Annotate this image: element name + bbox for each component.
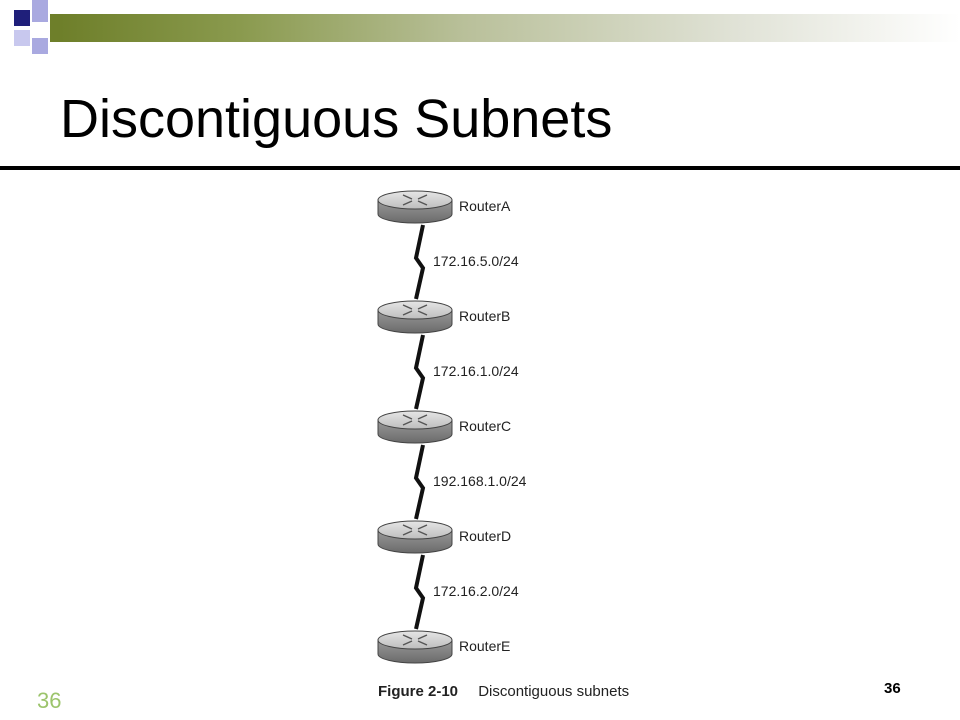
page-number-right: 36 <box>884 680 901 697</box>
figure-number: Figure 2-10 <box>378 683 459 700</box>
router-arrows-icon <box>402 304 428 316</box>
router-arrows-icon <box>402 414 428 426</box>
serial-link: 172.16.2.0/24 <box>413 554 519 630</box>
router-routerb: RouterB <box>377 300 510 334</box>
router-label: RouterB <box>459 308 510 324</box>
header-square-lavender <box>32 0 48 22</box>
header-gradient-bar <box>60 14 960 42</box>
subnet-label: 192.168.1.0/24 <box>433 473 527 489</box>
router-label: RouterA <box>459 198 511 214</box>
router-label: RouterC <box>459 418 511 434</box>
subnet-label: 172.16.5.0/24 <box>433 253 519 269</box>
figure-caption-text: Discontiguous subnets <box>478 683 630 700</box>
router-routera: RouterA <box>377 190 511 224</box>
header-square-light <box>14 30 30 46</box>
serial-link: 172.16.1.0/24 <box>413 334 519 410</box>
header-square-lavender-2 <box>32 38 48 54</box>
header-square-navy <box>14 10 30 26</box>
slide-header-decoration <box>0 0 960 60</box>
figure-caption: Figure 2-10 Discontiguous subnets <box>378 683 629 700</box>
slide-title: Discontiguous Subnets <box>60 89 613 149</box>
router-arrows-icon <box>402 194 428 206</box>
router-routerc: RouterC <box>377 410 511 444</box>
serial-link: 192.168.1.0/24 <box>413 444 527 520</box>
serial-link: 172.16.5.0/24 <box>413 224 519 300</box>
subnet-label: 172.16.1.0/24 <box>433 363 519 379</box>
router-routerd: RouterD <box>377 520 511 554</box>
router-arrows-icon <box>402 524 428 536</box>
page-number-left: 36 <box>37 688 62 713</box>
title-underline <box>0 166 960 170</box>
router-label: RouterD <box>459 528 511 544</box>
router-arrows-icon <box>402 634 428 646</box>
router-label: RouterE <box>459 638 510 654</box>
router-routere: RouterE <box>377 630 510 664</box>
header-square-olive <box>50 14 60 42</box>
subnet-label: 172.16.2.0/24 <box>433 583 519 599</box>
